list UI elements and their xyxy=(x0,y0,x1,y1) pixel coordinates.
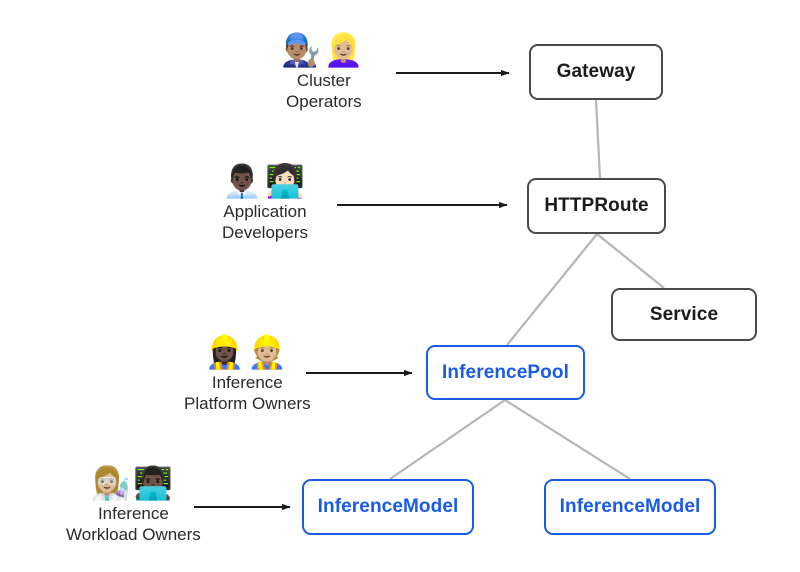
node-inferencemodel-left[interactable]: InferenceModel xyxy=(302,479,474,535)
persona-emoji-inference-workload-owners: 👩🏼‍🔬👨🏿‍💻 xyxy=(90,464,177,502)
node-label-inferencepool: InferencePool xyxy=(442,361,569,383)
persona-emoji-cluster-operators: 👨🏽‍🔧👱🏼‍♀️ xyxy=(281,31,367,69)
node-label-inferencemodel-right: InferenceModel xyxy=(559,496,701,517)
node-inferencemodel-right[interactable]: InferenceModel xyxy=(544,479,716,535)
node-label-inferencemodel-left: InferenceModel xyxy=(317,496,459,517)
persona-label-line1-cluster-operators: Cluster xyxy=(296,71,351,90)
node-label-httproute: HTTPRoute xyxy=(544,195,649,216)
node-httproute[interactable]: HTTPRoute xyxy=(527,178,666,234)
persona-label-line2-cluster-operators: Operators xyxy=(286,92,362,111)
persona-label-line1-inference-workload-owners: Inference xyxy=(97,504,169,523)
node-label-gateway: Gateway xyxy=(556,61,636,82)
persona-emoji-inference-platform-owners: 👷🏿‍♀️👷🏼 xyxy=(204,333,291,371)
persona-label-line1-inference-platform-owners: Inference xyxy=(211,373,283,392)
node-gateway[interactable]: Gateway xyxy=(529,44,663,100)
edge-inferencepool-to-model-right xyxy=(504,399,631,480)
node-label-service: Service xyxy=(649,303,719,325)
persona-label-line1-application-developers: Application xyxy=(223,202,307,221)
node-service[interactable]: Service xyxy=(611,288,757,341)
edge-httproute-to-inferencepool xyxy=(506,233,598,346)
edge-inferencepool-to-model-left xyxy=(389,399,506,480)
persona-arrows xyxy=(194,69,510,511)
node-inferencepool[interactable]: InferencePool xyxy=(426,345,585,400)
persona-emoji-application-developers: 👨🏿‍💼👩🏻‍💻 xyxy=(222,162,308,200)
edge-httproute-to-service xyxy=(596,233,665,289)
connector-lines xyxy=(389,99,665,480)
edge-gateway-to-httproute xyxy=(594,99,602,179)
persona-label-line2-inference-workload-owners: Workload Owners xyxy=(66,525,201,544)
persona-label-line2-inference-platform-owners: Platform Owners xyxy=(184,394,311,413)
persona-label-line2-application-developers: Developers xyxy=(222,223,308,242)
